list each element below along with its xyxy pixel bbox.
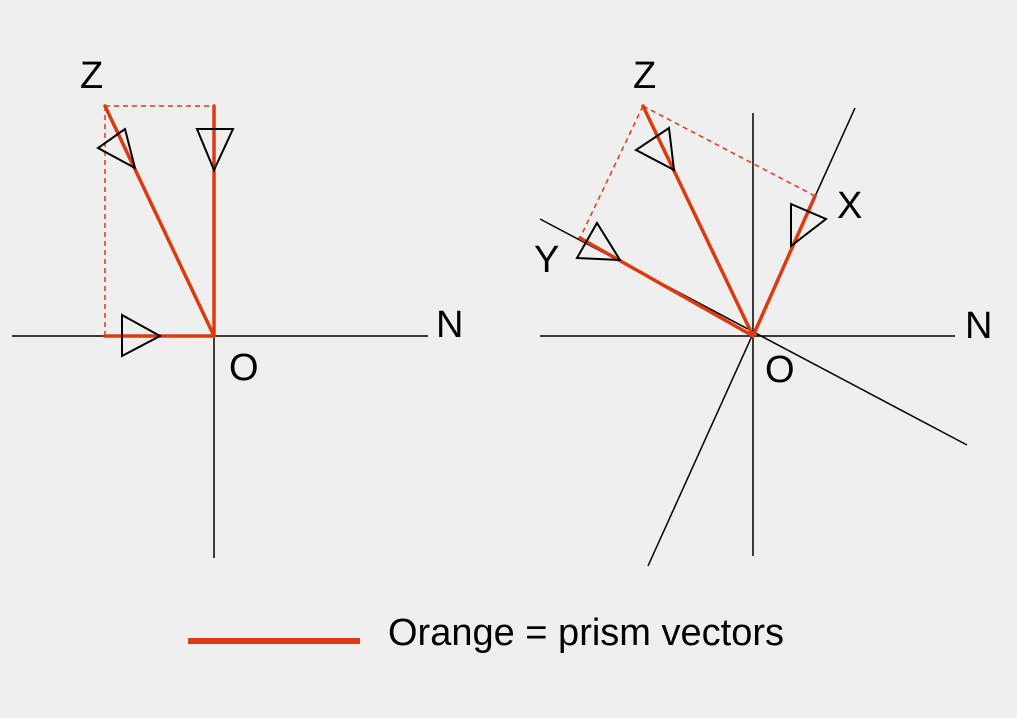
left-label-z: Z bbox=[80, 55, 103, 97]
right-prism-x bbox=[790, 202, 828, 249]
right-prism-y bbox=[575, 221, 622, 262]
left-prism-vertical bbox=[195, 128, 235, 173]
legend: Orange = prism vectors bbox=[188, 612, 784, 654]
right-label-y: Y bbox=[534, 239, 559, 281]
right-x-vector bbox=[751, 194, 817, 338]
right-diagram: Z X Y N O bbox=[534, 55, 992, 567]
right-label-o: O bbox=[765, 349, 795, 391]
right-construction-rectangle bbox=[579, 105, 816, 239]
right-label-x: X bbox=[837, 185, 862, 227]
left-diagram: Z N O bbox=[12, 55, 463, 558]
left-prisms bbox=[96, 127, 235, 358]
left-construction-rectangle bbox=[104, 105, 214, 336]
left-prism-horizontal bbox=[121, 313, 163, 358]
right-prism-resultant bbox=[634, 126, 676, 172]
left-label-n: N bbox=[436, 304, 463, 346]
right-y-vector bbox=[578, 236, 755, 338]
right-prisms bbox=[575, 126, 828, 262]
right-label-n: N bbox=[965, 305, 992, 347]
right-resultant-vector bbox=[641, 104, 755, 338]
left-prism-resultant bbox=[96, 127, 137, 170]
right-label-z: Z bbox=[633, 55, 656, 97]
left-label-o: O bbox=[229, 347, 259, 389]
legend-text: Orange = prism vectors bbox=[388, 612, 784, 654]
right-prism-vectors bbox=[578, 104, 817, 338]
left-resultant-vector bbox=[103, 104, 216, 338]
